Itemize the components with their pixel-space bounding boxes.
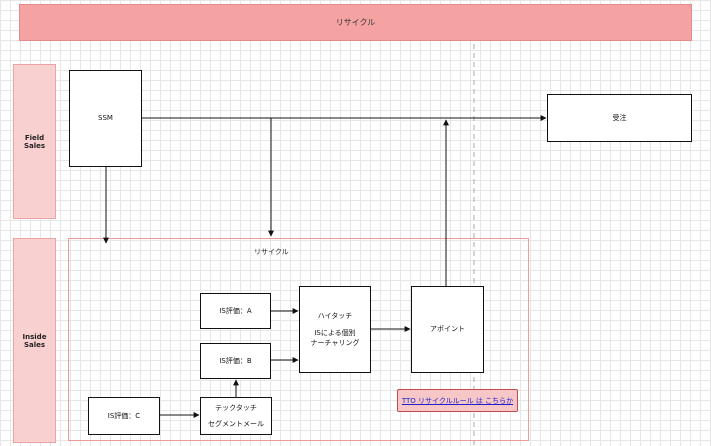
node-ssm-label: SSM xyxy=(98,114,113,123)
node-techtouch[interactable]: テックタッチ セグメントメール xyxy=(200,397,272,435)
recycle-rule-link[interactable]: TTO リサイクルルール は こちらか xyxy=(401,396,514,405)
node-is-c-label: IS評価：C xyxy=(107,411,141,420)
node-is-a[interactable]: IS評価：A xyxy=(200,293,271,329)
node-order[interactable]: 受注 xyxy=(547,94,692,142)
node-is-a-label: IS評価：A xyxy=(219,306,252,315)
recycle-group xyxy=(68,238,529,441)
node-hightouch-line2: ISによる個別 xyxy=(314,328,356,337)
lane-field-sales: Field Sales xyxy=(13,64,56,219)
node-ssm[interactable]: SSM xyxy=(69,70,142,167)
node-order-label: 受注 xyxy=(612,113,627,122)
node-techtouch-line1: テックタッチ xyxy=(215,403,257,412)
node-is-c[interactable]: IS評価：C xyxy=(88,397,160,435)
recycle-banner: リサイクル xyxy=(19,4,692,41)
lane-inside-sales-label: Inside Sales xyxy=(22,332,47,349)
lane-field-sales-label: Field Sales xyxy=(23,133,46,150)
recycle-banner-label: リサイクル xyxy=(335,18,376,27)
recycle-rule-link-box: TTO リサイクルルール は こちらか xyxy=(397,389,518,412)
lane-inside-sales: Inside Sales xyxy=(13,238,56,443)
node-hightouch[interactable]: ハイタッチ ISによる個別 ナーチャリング xyxy=(299,286,371,373)
node-appoint-label: アポイント xyxy=(430,325,465,334)
node-is-b-label: IS評価：B xyxy=(219,356,252,365)
node-appoint[interactable]: アポイント xyxy=(411,286,484,373)
node-hightouch-line3: ナーチャリング xyxy=(310,339,360,348)
node-techtouch-line2: セグメントメール xyxy=(208,420,264,428)
recycle-group-title: リサイクル xyxy=(254,248,289,256)
node-is-b[interactable]: IS評価：B xyxy=(200,343,271,379)
node-hightouch-line1: ハイタッチ xyxy=(317,311,353,320)
